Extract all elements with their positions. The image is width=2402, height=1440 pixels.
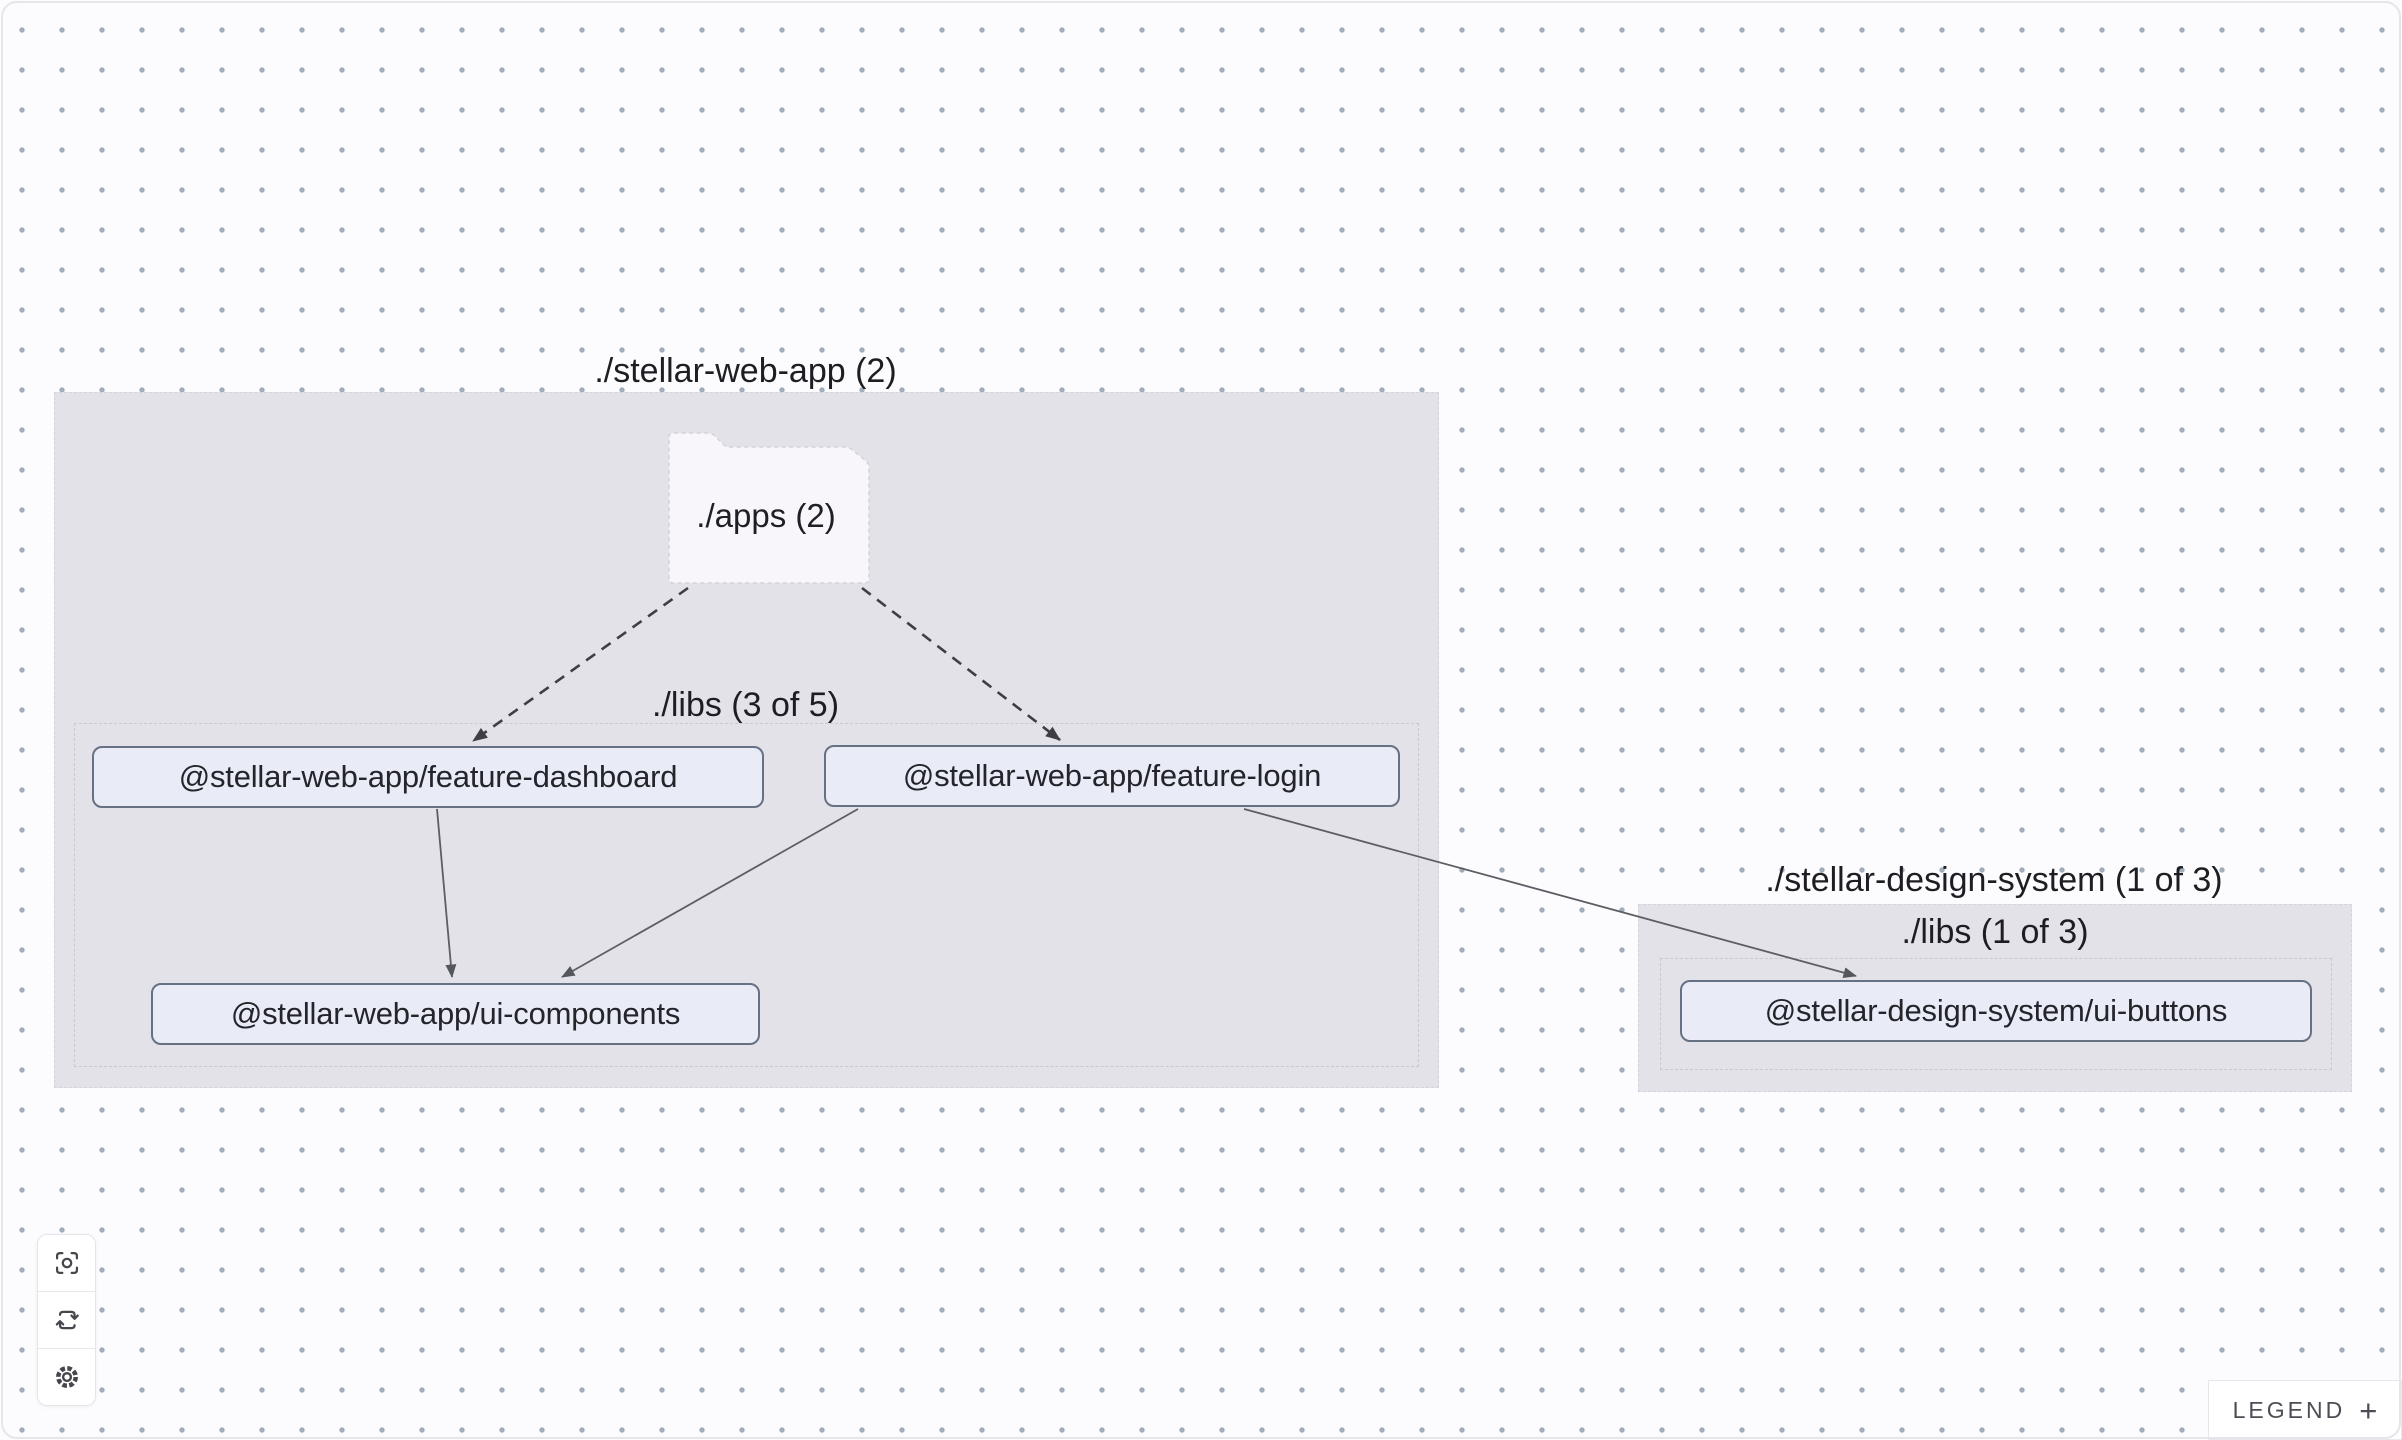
refresh-button[interactable]: [38, 1291, 95, 1348]
settings-icon: [55, 1366, 78, 1388]
focus-icon: [55, 1251, 78, 1275]
zoom-to-fit-button[interactable]: [38, 1235, 95, 1291]
legend-label: LEGEND: [2232, 1396, 2346, 1423]
folder-icon[interactable]: [660, 426, 880, 591]
refresh-icon: [55, 1310, 79, 1330]
folder-label-apps: ./apps (2): [696, 497, 836, 534]
group-label-stellar-design-system: ./stellar-design-system (1 of 3): [1765, 861, 2223, 899]
legend-button[interactable]: LEGEND +: [2208, 1380, 2402, 1440]
legend-expand-icon: +: [2359, 1392, 2378, 1428]
node-ui-components[interactable]: @stellar-web-app/ui-components: [151, 983, 760, 1045]
graph-toolbar: [37, 1234, 96, 1406]
node-ui-buttons[interactable]: @stellar-design-system/ui-buttons: [1680, 980, 2312, 1042]
subgroup-design-system-libs: [1660, 958, 2332, 1070]
node-feature-login[interactable]: @stellar-web-app/feature-login: [824, 745, 1400, 807]
group-label-stellar-web-app: ./stellar-web-app (2): [594, 352, 897, 390]
settings-button[interactable]: [38, 1348, 95, 1405]
group-label-design-system-libs: ./libs (1 of 3): [1901, 913, 2089, 951]
group-label-web-app-libs: ./libs (3 of 5): [651, 686, 840, 724]
node-feature-dashboard[interactable]: @stellar-web-app/feature-dashboard: [92, 746, 764, 808]
